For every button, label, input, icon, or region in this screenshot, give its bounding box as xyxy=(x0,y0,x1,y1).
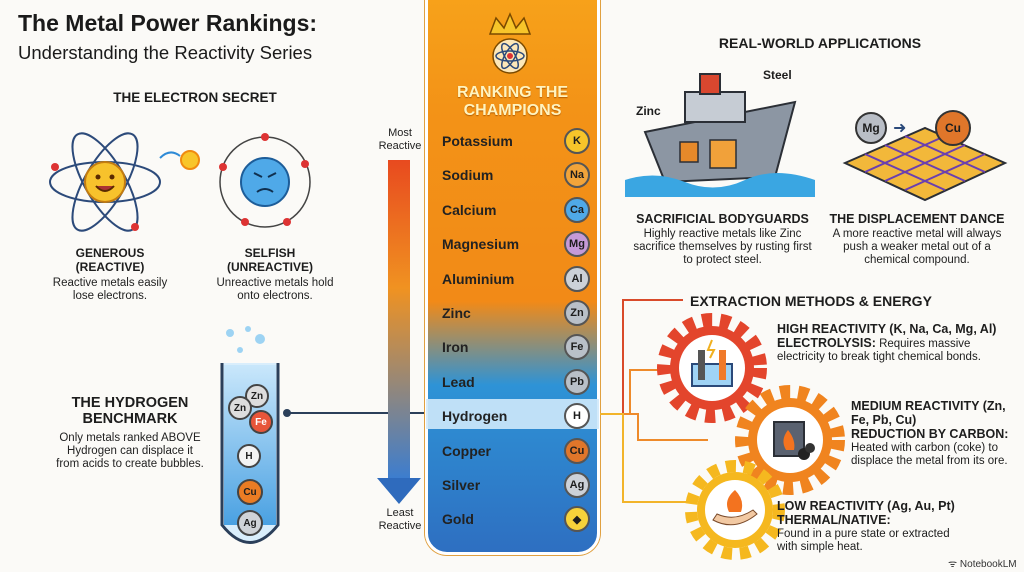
sacrificial-text: Highly reactive metals like Zinc sacrifi… xyxy=(633,228,812,266)
tube-atom: Fe xyxy=(249,410,273,434)
element-symbol: K xyxy=(564,128,590,154)
selfish-title: SELFISH (UNREACTIVE) xyxy=(227,246,313,274)
tube-atom: Zn xyxy=(228,396,252,420)
metal-name: Potassium xyxy=(442,133,513,149)
tube-atom: Zn xyxy=(245,384,269,408)
element-symbol: Zn xyxy=(564,300,590,326)
high-gear-icon xyxy=(657,313,767,423)
ranking-row: Aluminium Al xyxy=(438,264,590,294)
mg-atom: Mg xyxy=(855,112,887,144)
high-method: ELECTROLYSIS: xyxy=(777,336,876,350)
element-symbol: ◆ xyxy=(564,506,590,533)
element-symbol: Cu xyxy=(564,437,590,464)
element-symbol: Ca xyxy=(564,196,590,223)
electron-heading: THE ELECTRON SECRET xyxy=(113,90,277,105)
least-reactive-label: Least Reactive xyxy=(378,507,422,532)
selfish-text: Unreactive metals hold onto electrons. xyxy=(216,277,334,302)
ranking-row: Zinc Zn xyxy=(438,298,590,328)
high-text: Requires massive electricity to break ti… xyxy=(777,338,981,363)
tube-atom: Ag xyxy=(237,510,263,536)
sacrificial-title: SACRIFICIAL BODYGUARDS xyxy=(636,212,809,226)
arrow-head xyxy=(377,478,421,504)
element-symbol: Na xyxy=(564,162,590,189)
ranking-row: Gold ◆ xyxy=(438,504,590,534)
metal-name: Silver xyxy=(442,477,481,493)
medium-title: MEDIUM REACTIVITY (Zn, Fe, Pb, Cu) xyxy=(851,399,1006,427)
element-symbol: Ag xyxy=(564,472,590,498)
ranking-row: Copper Cu xyxy=(438,436,590,466)
displacement-title: THE DISPLACEMENT DANCE xyxy=(829,212,1005,226)
page-title: The Metal Power Rankings: xyxy=(18,10,318,36)
hydrogen-text: Only metals ranked ABOVE Hydrogen can di… xyxy=(56,432,204,470)
brand-label: NotebookLM xyxy=(959,559,1017,570)
most-reactive-label: Most Reactive xyxy=(378,127,422,152)
displacement-floor-illustration xyxy=(842,126,1008,202)
metal-name: Iron xyxy=(442,339,469,356)
applications-heading: REAL-WORLD APPLICATIONS xyxy=(718,35,922,51)
ranking-row: Magnesium Mg xyxy=(438,229,590,259)
ranking-row: Potassium K xyxy=(438,126,590,156)
low-gear-icon xyxy=(685,460,785,560)
generous-text: Reactive metals easily lose electrons. xyxy=(52,277,168,302)
low-reactivity-block: LOW REACTIVITY (Ag, Au, Pt) THERMAL/NATI… xyxy=(777,500,972,554)
arrow-right-icon: ➜ xyxy=(893,120,907,137)
metal-name: Sodium xyxy=(442,167,494,184)
tube-atom: H xyxy=(237,444,261,468)
low-method: THERMAL/NATIVE: xyxy=(777,513,891,527)
element-symbol: Mg xyxy=(564,231,590,258)
extraction-heading: EXTRACTION METHODS & ENERGY xyxy=(690,293,932,309)
metal-name: Copper xyxy=(442,442,491,459)
tube-atom: Cu xyxy=(237,479,263,505)
metal-name: Aluminium xyxy=(442,270,515,287)
brand-watermark: ᯤ NotebookLM xyxy=(948,559,1017,570)
happy-atom-icon xyxy=(49,132,161,232)
medium-gear-icon xyxy=(735,385,845,495)
electron-icon xyxy=(180,150,200,170)
high-title: HIGH REACTIVITY (K, Na, Ca, Mg, Al) xyxy=(777,322,997,336)
metal-name: Hydrogen xyxy=(442,408,508,425)
cu-atom: Cu xyxy=(935,110,971,146)
ranking-row: Hydrogen H xyxy=(438,401,590,431)
grumpy-atom-icon xyxy=(219,133,311,228)
hydrogen-title: THE HYDROGEN BENCHMARK xyxy=(71,395,189,427)
hydrogen-connector xyxy=(287,412,427,414)
extraction-connectors xyxy=(600,299,708,503)
generous-title: GENEROUS (REACTIVE) xyxy=(75,246,145,274)
reactivity-arrow xyxy=(388,160,410,480)
ranking-row: Iron Fe xyxy=(438,332,590,362)
zinc-label: Zinc xyxy=(636,104,661,118)
medium-reactivity-block: MEDIUM REACTIVITY (Zn, Fe, Pb, Cu) REDUC… xyxy=(851,400,1021,468)
medium-text: Heated with carbon (coke) to displace th… xyxy=(851,442,1008,467)
crown-atom-icon xyxy=(488,12,532,74)
gears-illustration xyxy=(657,313,845,560)
metal-name: Magnesium xyxy=(442,236,520,253)
displacement-text: A more reactive metal will always push a… xyxy=(832,228,1002,266)
metal-name: Gold xyxy=(442,511,474,528)
metal-name: Calcium xyxy=(442,201,497,218)
element-symbol: Fe xyxy=(564,334,590,361)
medium-method: REDUCTION BY CARBON: xyxy=(851,427,1009,441)
ranking-row: Sodium Na xyxy=(438,160,590,190)
low-title: LOW REACTIVITY (Ag, Au, Pt) xyxy=(777,499,955,513)
steel-label: Steel xyxy=(763,68,792,82)
ranking-title: RANKING THE CHAMPIONS xyxy=(456,84,569,119)
metal-name: Lead xyxy=(442,373,475,390)
low-text: Found in a pure state or extracted with … xyxy=(777,528,950,553)
element-symbol: Pb xyxy=(564,368,590,395)
ranking-row: Lead Pb xyxy=(438,367,590,397)
ranking-row: Silver Ag xyxy=(438,470,590,500)
element-symbol: H xyxy=(564,403,590,430)
element-symbol: Al xyxy=(564,265,590,292)
ship-illustration xyxy=(625,73,815,197)
metal-name: Zinc xyxy=(442,305,471,321)
page-subtitle: Understanding the Reactivity Series xyxy=(18,42,313,63)
ranking-row: Calcium Ca xyxy=(438,195,590,225)
connector-dot xyxy=(283,409,291,417)
atoms-illustration xyxy=(49,132,311,232)
high-reactivity-block: HIGH REACTIVITY (K, Na, Ca, Mg, Al) ELEC… xyxy=(777,323,1017,364)
